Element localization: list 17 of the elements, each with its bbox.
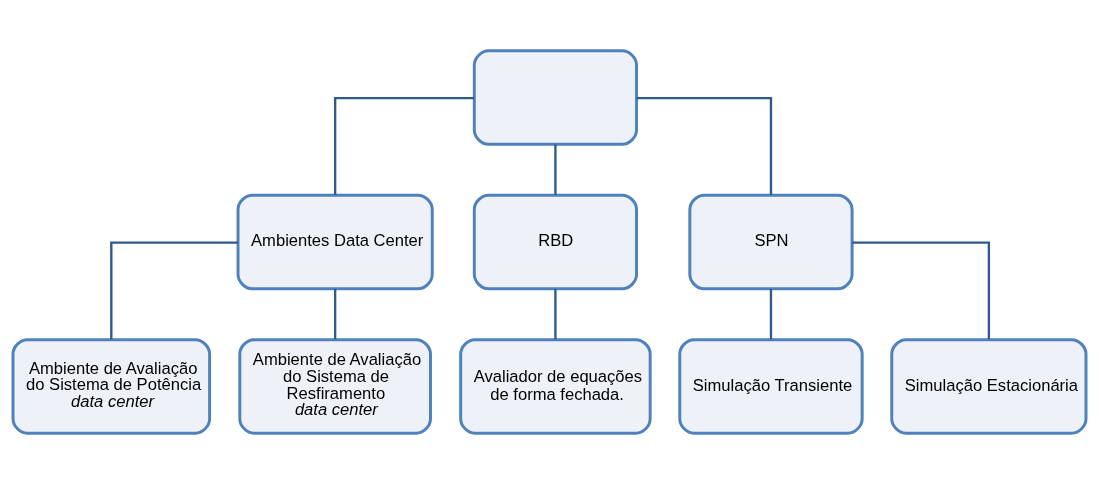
connector	[852, 241, 991, 340]
node-box: Avaliador de equações de forma fechada.	[459, 338, 652, 435]
node-box: Simulação Transiente	[678, 338, 864, 435]
node-box: SPN	[688, 193, 854, 291]
node-box: Simulação Estacionária	[890, 338, 1088, 435]
node-box: Ambiente de Avaliação do Sistema de Resfiramento data center	[238, 338, 432, 435]
connector	[636, 96, 773, 195]
node-box: RBD	[472, 193, 639, 291]
connector	[554, 288, 557, 340]
connector	[333, 96, 475, 195]
node-box: Ambiente de Avaliação do Sistema de Potência data center	[11, 338, 212, 435]
node-box	[472, 49, 639, 146]
connector	[769, 288, 773, 340]
connector	[110, 241, 238, 340]
connector	[333, 288, 337, 340]
connector	[554, 144, 557, 195]
node-box: Ambientes Data Center	[236, 193, 434, 291]
